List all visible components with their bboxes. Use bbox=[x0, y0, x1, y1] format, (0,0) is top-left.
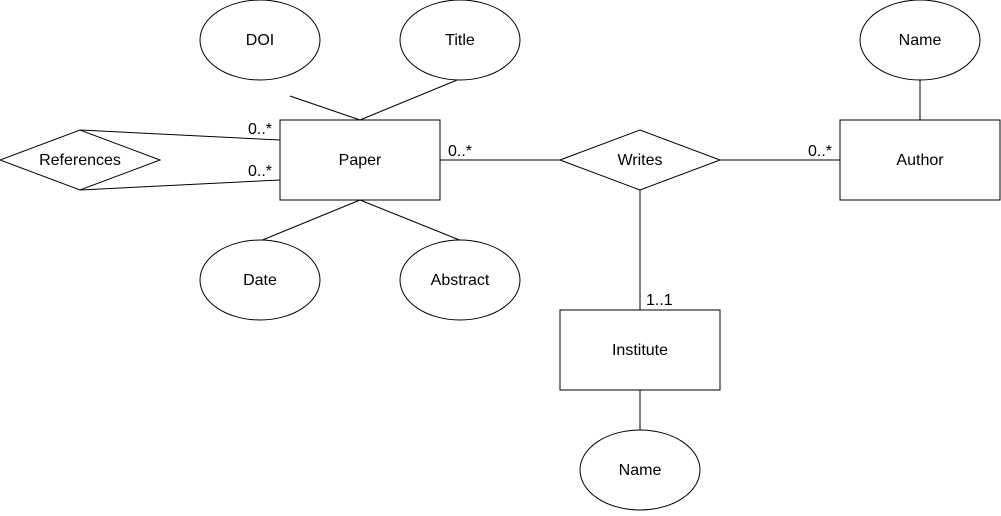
relationship-writes-label: Writes bbox=[617, 152, 662, 169]
entity-institute-label: Institute bbox=[612, 342, 668, 359]
attribute-abstract[interactable]: Abstract bbox=[399, 239, 521, 321]
attribute-date-shape bbox=[199, 239, 321, 321]
entity-paper-label: Paper bbox=[339, 152, 382, 169]
attribute-doi-label: DOI bbox=[246, 32, 274, 49]
cardinality-institute-writes: 1..1 bbox=[646, 292, 673, 309]
attribute-abstract-label: Abstract bbox=[431, 272, 490, 289]
attribute-title[interactable]: Title bbox=[399, 0, 521, 81]
references-paper-bottom-link bbox=[79, 179, 281, 191]
attribute-institute-name-label: Name bbox=[619, 462, 662, 479]
attribute-author-name[interactable]: Name bbox=[859, 0, 981, 81]
attribute-doi-shape bbox=[199, 0, 321, 81]
entity-paper-shape bbox=[279, 119, 441, 201]
relationship-references-label: References bbox=[39, 152, 121, 169]
cardinality-paper-writes: 0..* bbox=[448, 143, 472, 160]
attribute-date-label: Date bbox=[243, 272, 277, 289]
cardinality-references-bottom: 0..* bbox=[248, 163, 272, 180]
entity-author-label: Author bbox=[896, 152, 944, 169]
entity-author-shape bbox=[839, 119, 1001, 201]
abstract-paper-link bbox=[359, 199, 463, 242]
relationship-writes[interactable]: Writes bbox=[558, 129, 722, 191]
entity-paper[interactable]: Paper bbox=[279, 119, 441, 201]
doi-paper-link bbox=[289, 95, 361, 121]
relationship-references-shape bbox=[0, 129, 162, 191]
references-paper-top-link bbox=[79, 129, 281, 141]
entity-institute-shape bbox=[559, 309, 721, 391]
relationship-references[interactable]: References bbox=[0, 129, 162, 191]
entity-institute[interactable]: Institute bbox=[559, 309, 721, 391]
relationship-writes-shape bbox=[558, 129, 722, 191]
attribute-title-shape bbox=[399, 0, 521, 81]
attribute-author-name-shape bbox=[859, 0, 981, 81]
cardinality-labels: 0..* 0..* 0..* 0..* 1..1 bbox=[248, 121, 832, 309]
cardinality-references-top: 0..* bbox=[248, 121, 272, 138]
title-paper-link bbox=[359, 77, 463, 121]
attribute-doi[interactable]: DOI bbox=[199, 0, 321, 81]
entity-author[interactable]: Author bbox=[839, 119, 1001, 201]
attribute-date[interactable]: Date bbox=[199, 239, 321, 321]
attribute-abstract-shape bbox=[399, 239, 521, 321]
connectors bbox=[79, 77, 921, 430]
attribute-institute-name-shape bbox=[579, 429, 701, 511]
cardinality-author-writes: 0..* bbox=[808, 143, 832, 160]
attribute-institute-name[interactable]: Name bbox=[579, 429, 701, 511]
attribute-author-name-label: Name bbox=[899, 32, 942, 49]
date-paper-link bbox=[259, 199, 361, 242]
attribute-title-label: Title bbox=[445, 32, 475, 49]
